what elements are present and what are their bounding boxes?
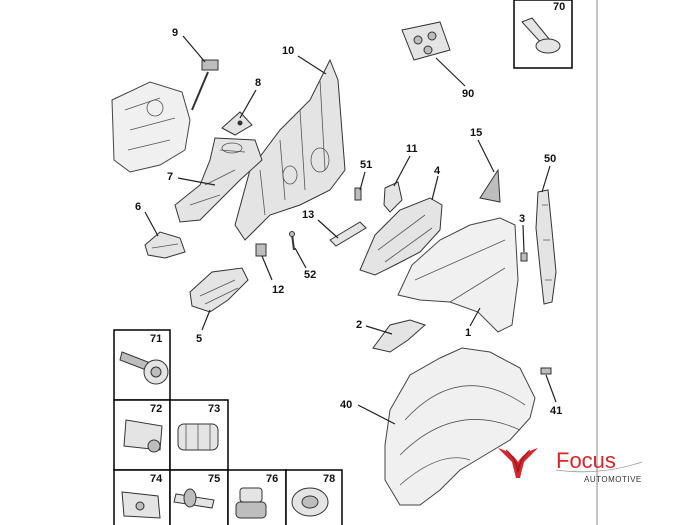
part-6 xyxy=(144,231,186,259)
callout-7: 7 xyxy=(167,171,173,183)
kit-label-70: 70 xyxy=(553,1,565,13)
kit-label-73: 73 xyxy=(208,403,220,415)
logo-emblem-icon xyxy=(498,448,538,478)
callout-15: 15 xyxy=(470,127,482,139)
part-51 xyxy=(354,187,362,201)
callout-4: 4 xyxy=(434,165,441,177)
part-40 xyxy=(384,347,536,506)
callout-90: 90 xyxy=(462,88,474,100)
leader-lines xyxy=(144,35,557,425)
callout-3: 3 xyxy=(519,213,525,225)
callout-10: 10 xyxy=(282,45,294,57)
callout-51: 51 xyxy=(360,159,372,171)
logo-tagline: AUTOMOTIVE xyxy=(584,475,642,484)
part-10 xyxy=(234,58,346,241)
kit-label-74: 74 xyxy=(150,473,163,485)
part-9 xyxy=(191,59,219,111)
callout-8: 8 xyxy=(255,77,261,89)
callout-labels: 9 10 8 7 6 5 12 52 13 51 11 4 15 50 3 1 … xyxy=(135,27,562,417)
part-13 xyxy=(329,221,367,247)
part-3 xyxy=(520,252,528,262)
body-shell xyxy=(111,81,191,173)
callout-52: 52 xyxy=(304,269,316,281)
part-8 xyxy=(221,111,253,136)
callout-13: 13 xyxy=(302,209,314,221)
callout-5: 5 xyxy=(196,333,202,345)
callout-11: 11 xyxy=(406,143,418,155)
callout-9: 9 xyxy=(172,27,178,39)
callout-2: 2 xyxy=(356,319,362,331)
callout-1: 1 xyxy=(465,327,471,339)
part-11 xyxy=(383,181,403,213)
focus-automotive-logo: Focus AUTOMOTIVE xyxy=(498,448,643,484)
callout-6: 6 xyxy=(135,201,141,213)
part-12 xyxy=(255,243,267,257)
part-50 xyxy=(535,189,557,305)
kit-label-72: 72 xyxy=(150,403,162,415)
kit-label-71: 71 xyxy=(150,333,162,345)
kit-label-78: 78 xyxy=(323,473,335,485)
logo-brand: Focus xyxy=(556,448,616,473)
part-1 xyxy=(397,217,519,333)
part-2 xyxy=(372,319,426,353)
kit-box-70: 70 xyxy=(513,0,573,69)
part-15 xyxy=(479,168,501,203)
kit-label-75: 75 xyxy=(208,473,220,485)
callout-12: 12 xyxy=(272,284,284,296)
callout-41: 41 xyxy=(550,405,562,417)
part-7 xyxy=(174,137,263,223)
kit-label-76: 76 xyxy=(266,473,278,485)
part-90 xyxy=(401,21,451,61)
part-5 xyxy=(189,267,249,313)
callout-40: 40 xyxy=(340,399,352,411)
part-52 xyxy=(289,231,295,251)
part-41 xyxy=(540,367,552,375)
part-4 xyxy=(359,197,443,276)
callout-50: 50 xyxy=(544,153,556,165)
kit-grid: 71 72 73 74 75 76 78 xyxy=(113,329,343,525)
